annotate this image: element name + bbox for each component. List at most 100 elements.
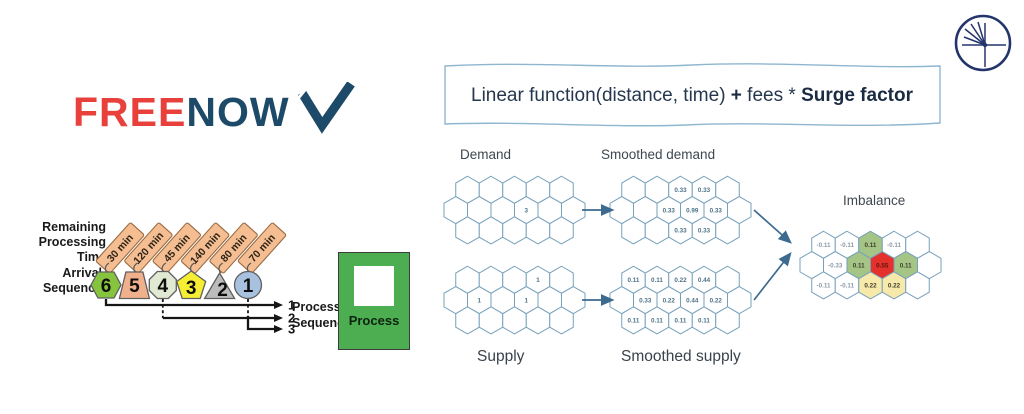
hex-cell-value: 0.22 bbox=[674, 277, 687, 284]
smoothed-demand-hex-grid: 0.33 0.33 0.33 0.99 0.33 0.33 0.33 bbox=[609, 175, 752, 245]
hex-cell-value: -0.11 bbox=[816, 242, 831, 249]
job-tag-rect bbox=[124, 222, 173, 274]
job-shape-octagon bbox=[148, 270, 177, 300]
hex-cell-value: 0.33 bbox=[698, 228, 711, 235]
hex-cell bbox=[715, 306, 740, 335]
supply-hex-grid: 1 1 1 bbox=[443, 265, 586, 335]
sequence-number: 1 bbox=[288, 298, 295, 313]
sequence-number: 3 bbox=[288, 322, 295, 337]
job-arrival-number: 4 bbox=[158, 276, 169, 297]
arrow-smoothed-demand-to-imbalance bbox=[753, 209, 792, 244]
sequence-line bbox=[104, 299, 274, 307]
hex-cell-value: 0.55 bbox=[876, 262, 889, 269]
process-square bbox=[354, 266, 394, 306]
hex-cell-value: -0.11 bbox=[887, 242, 902, 249]
job-arrival-number: 1 bbox=[243, 276, 254, 297]
process-box-label: Process bbox=[348, 313, 400, 328]
hex-cell-value: 0.33 bbox=[663, 207, 676, 214]
hex-cell-value: 0.33 bbox=[710, 207, 723, 214]
sequence-arrowhead bbox=[274, 301, 283, 309]
hex-cell bbox=[905, 271, 930, 300]
formula-sketch-border bbox=[444, 63, 941, 127]
job-tag-rect bbox=[152, 222, 201, 274]
smoothed-demand-label: Smoothed demand bbox=[601, 147, 716, 162]
remaining-processing-time-label: Remaining Processing Time bbox=[38, 220, 106, 264]
job-shape-trapezoid bbox=[118, 271, 151, 300]
formula-surge-factor: Surge factor bbox=[801, 85, 913, 106]
hex-cell-value: 0.11 bbox=[628, 318, 640, 325]
job-shape-hexagon bbox=[90, 271, 122, 299]
hex-cell-value: 0.11 bbox=[628, 277, 640, 284]
demand-label: Demand bbox=[460, 147, 512, 162]
sequence-line bbox=[246, 316, 274, 331]
hex-cell-value: 1 bbox=[524, 297, 528, 304]
imbalance-hex-grid: -0.11 -0.11 0.11 -0.11 -0.33 0.11 0.55 0.11 -0.1… bbox=[799, 230, 942, 300]
hex-cell-value: 0.99 bbox=[686, 207, 699, 214]
supply-label: Supply bbox=[477, 348, 525, 365]
job-arrival-number: 3 bbox=[186, 278, 197, 299]
hex-cell-value: 0.33 bbox=[698, 187, 711, 194]
smoothed-supply-hex-grid: 0.11 0.11 0.22 0.44 0.33 0.22 0.44 0.22 0.11 0.11… bbox=[609, 265, 752, 335]
process-sequence-label: Process Sequence bbox=[292, 300, 352, 330]
hex-cell-value: 0.33 bbox=[674, 228, 687, 235]
job-tag-rect bbox=[209, 222, 258, 274]
job-arrival-number: 5 bbox=[129, 276, 140, 297]
arrival-sequence-label: Arrival Sequence bbox=[42, 266, 102, 295]
hex-cell bbox=[549, 216, 574, 245]
job-arrival-number: 2 bbox=[217, 280, 228, 301]
job-tag-rect bbox=[181, 222, 230, 274]
hex-cell-value: 0.22 bbox=[864, 283, 877, 290]
hex-cell bbox=[715, 216, 740, 245]
hex-cell-value: 0.44 bbox=[698, 277, 711, 284]
hex-cell-value: 0.11 bbox=[651, 277, 663, 284]
job-tag-rect bbox=[95, 222, 145, 274]
hex-cell-value: 0.22 bbox=[663, 297, 676, 304]
formula-linear-part: Linear function(distance, time) bbox=[471, 85, 731, 106]
arrow-smoothed-supply-to-imbalance bbox=[753, 251, 792, 301]
scheduling-diagram: Remaining Processing Time Arrival Sequen… bbox=[28, 216, 432, 366]
job-tag-string bbox=[218, 262, 223, 274]
flow-arrows bbox=[582, 204, 792, 306]
freenow-checkmark-icon bbox=[297, 82, 355, 134]
job-shape-triangle bbox=[203, 271, 236, 300]
hex-cell-value: 0.11 bbox=[900, 262, 912, 269]
smoothed-supply-label: Smoothed supply bbox=[621, 348, 741, 365]
hex-cell-value: -0.11 bbox=[840, 242, 855, 249]
freenow-wordmark-now: NOW bbox=[186, 89, 290, 135]
hex-cell-value: 3 bbox=[524, 207, 528, 214]
hex-cell-value: 0.33 bbox=[639, 297, 652, 304]
hex-cell-value: 0.22 bbox=[710, 297, 723, 304]
hex-cell-value: 0.22 bbox=[888, 283, 901, 290]
sequence-arrowhead bbox=[274, 314, 283, 322]
hex-cell-value: 0.11 bbox=[675, 318, 687, 325]
job-shape-circle bbox=[233, 270, 263, 300]
hex-cell-value: 1 bbox=[536, 277, 540, 284]
hex-cell-value: 0.11 bbox=[865, 242, 877, 249]
hex-cell-value: 0.44 bbox=[686, 297, 699, 304]
hex-cell-value: -0.11 bbox=[816, 283, 831, 290]
sequence-number: 2 bbox=[288, 311, 295, 326]
hex-cell-value: -0.11 bbox=[840, 283, 855, 290]
pricing-formula-text: Linear function(distance, time) + fees *… bbox=[436, 57, 948, 135]
network-burst-logo-icon bbox=[954, 14, 1012, 72]
hex-cell-value: 1 bbox=[477, 297, 481, 304]
freenow-wordmark-free: FREE bbox=[73, 89, 187, 135]
pricing-formula-box: Linear function(distance, time) + fees *… bbox=[436, 57, 948, 135]
hex-cell-value: -0.33 bbox=[828, 262, 843, 269]
formula-plus: + bbox=[730, 85, 742, 106]
demand-hex-grid: 3 bbox=[443, 175, 586, 245]
job-shape-pentagon bbox=[175, 270, 207, 300]
hex-cell-value: 0.33 bbox=[674, 187, 687, 194]
hex-cell-value: 0.11 bbox=[651, 318, 663, 325]
formula-fees-part: fees * bbox=[741, 85, 802, 106]
job-tag-rect bbox=[237, 222, 287, 274]
hex-cell-value: 0.11 bbox=[853, 262, 865, 269]
job-arrival-number: 6 bbox=[101, 276, 112, 297]
hex-cell-value: 0.11 bbox=[698, 318, 710, 325]
imbalance-label: Imbalance bbox=[843, 193, 906, 208]
sequence-arrowhead bbox=[274, 325, 283, 333]
process-box: Process bbox=[338, 252, 410, 350]
